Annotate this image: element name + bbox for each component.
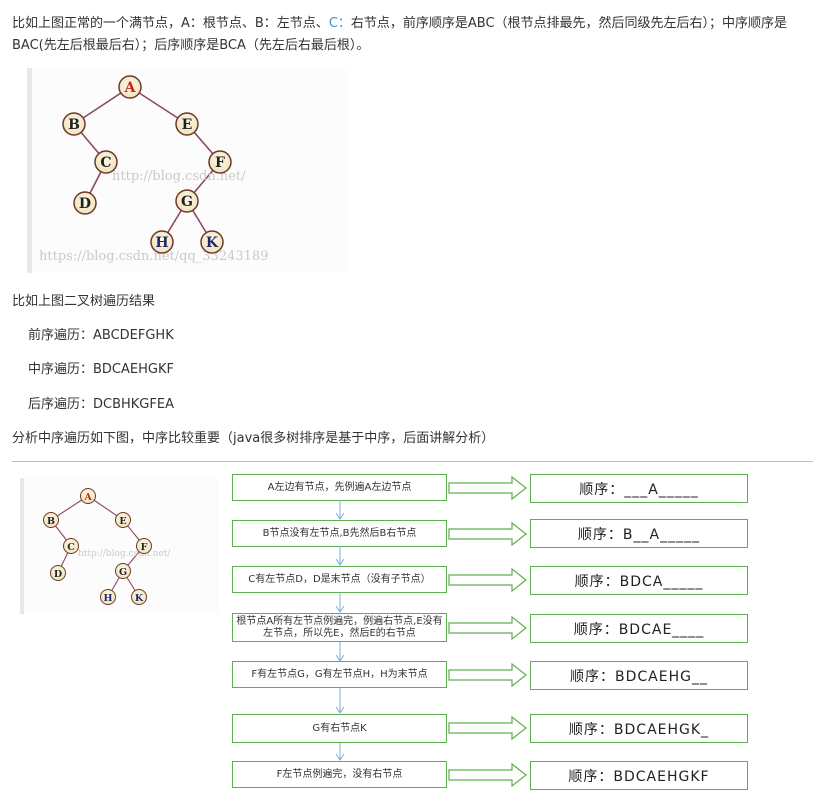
result-4-box: 顺序：BDCAE____ — [530, 614, 748, 643]
right-arrow-icon — [448, 568, 527, 592]
tree-label-a: A — [124, 80, 137, 96]
small-node-e — [115, 512, 131, 528]
right-arrow-icon — [448, 716, 527, 740]
figure-left-bar — [20, 478, 24, 614]
tree-label-d: D — [79, 196, 91, 212]
small-label-d: D — [54, 569, 62, 580]
tree-label-e: E — [182, 117, 193, 133]
inorder-result: 中序遍历：BDCAEHGKF — [28, 362, 174, 377]
traversal-heading: 比如上图二叉树遍历结果 — [12, 294, 156, 309]
small-tree-diagram: http://blog.csdn.net/ A B E C F D G H K — [43, 488, 171, 605]
tree-node-g — [175, 189, 199, 213]
small-node-a — [80, 488, 96, 504]
watermark-2: https://blog.csdn.net/qq_33243189 — [39, 249, 268, 264]
step-3-box: C有左节点D，D是末节点（没有子节点） — [232, 566, 447, 593]
tree-label-g: G — [181, 194, 193, 210]
down-arrow-icon — [335, 642, 345, 662]
intro-text-2: 右节点，前序顺序是ABC（根节点排最先，然后同级先左后右）；中序顺序是BAC(先… — [12, 16, 788, 53]
small-label-b: B — [47, 516, 55, 527]
divider — [12, 461, 813, 462]
result-6-box: 顺序：BDCAEHGK_ — [530, 714, 748, 743]
small-label-f: F — [141, 542, 148, 553]
right-arrow-icon — [448, 663, 527, 687]
step-7-box: F左节点例遍完，没有右节点 — [232, 761, 447, 788]
result-3-box: 顺序：BDCA_____ — [530, 566, 748, 595]
binary-tree-figure: http://blog.csdn.net/ https://blog.csdn.… — [27, 68, 347, 273]
down-arrow-icon — [335, 593, 345, 613]
figure-left-bar — [27, 68, 32, 273]
tree-node-e — [175, 112, 199, 136]
watermark: http://blog.csdn.net/ — [78, 549, 171, 559]
tree-label-b: B — [68, 117, 80, 133]
right-arrow-icon — [448, 522, 527, 546]
result-1-box: 顺序：___A_____ — [530, 474, 748, 503]
right-arrow-icon — [448, 616, 527, 640]
down-arrow-icon — [335, 743, 345, 761]
tree-node-a — [118, 75, 142, 99]
small-node-f — [136, 538, 152, 554]
binary-tree-diagram: http://blog.csdn.net/ https://blog.csdn.… — [39, 75, 268, 264]
intro-text-1: 比如上图正常的一个满节点，A：根节点、B：左节点、 — [12, 16, 329, 31]
tree-node-c — [94, 150, 118, 174]
small-node-k — [131, 589, 147, 605]
step-4-box: 根节点A所有左节点例遍完，例遍右节点,E没有左节点，所以先E，然后E的右节点 — [232, 613, 447, 642]
small-node-d — [50, 565, 66, 581]
analysis-heading: 分析中序遍历如下图，中序比较重要（java很多树排序是基于中序，后面讲解分析） — [12, 431, 495, 446]
step-6-box: G有右节点K — [232, 714, 447, 743]
right-arrow-icon — [448, 476, 527, 500]
right-arrow-icon — [448, 763, 527, 787]
tree-node-k — [200, 230, 224, 254]
tree-label-h: H — [155, 235, 168, 251]
small-node-h — [100, 589, 116, 605]
small-tree-figure: http://blog.csdn.net/ A B E C F D G H K — [20, 478, 218, 614]
step-2-box: B节点没有左节点,B先然后B右节点 — [232, 520, 447, 547]
postorder-result: 后序遍历：DCBHKGFEA — [28, 397, 174, 412]
intro-paragraph: 比如上图正常的一个满节点，A：根节点、B：左节点、C：右节点，前序顺序是ABC（… — [12, 13, 820, 57]
tree-node-h — [150, 230, 174, 254]
small-label-k: K — [135, 593, 144, 604]
small-label-e: E — [119, 516, 126, 527]
tree-node-d — [73, 191, 97, 215]
intro-text-highlight: C： — [328, 16, 351, 31]
down-arrow-icon — [335, 688, 345, 714]
step-5-box: F有左节点G，G有左节点H，H为末节点 — [232, 661, 447, 688]
tree-node-f — [208, 150, 232, 174]
tree-label-f: F — [215, 155, 225, 171]
small-label-a: A — [83, 492, 92, 503]
step-1-box: A左边有节点，先例遍A左边节点 — [232, 474, 447, 501]
small-label-g: G — [119, 567, 127, 578]
tree-label-k: K — [206, 235, 219, 251]
small-label-c: C — [67, 542, 75, 553]
small-label-h: H — [104, 593, 113, 604]
small-node-c — [63, 538, 79, 554]
tree-label-c: C — [100, 155, 111, 171]
small-node-b — [43, 512, 59, 528]
watermark-1: http://blog.csdn.net/ — [112, 169, 246, 184]
small-node-g — [115, 563, 131, 579]
result-5-box: 顺序：BDCAEHG__ — [530, 661, 748, 690]
result-7-box: 顺序：BDCAEHGKF — [530, 761, 748, 790]
preorder-result: 前序遍历：ABCDEFGHK — [28, 328, 174, 343]
down-arrow-icon — [335, 500, 345, 520]
tree-node-b — [62, 112, 86, 136]
result-2-box: 顺序：B__A_____ — [530, 519, 748, 548]
down-arrow-icon — [335, 546, 345, 566]
